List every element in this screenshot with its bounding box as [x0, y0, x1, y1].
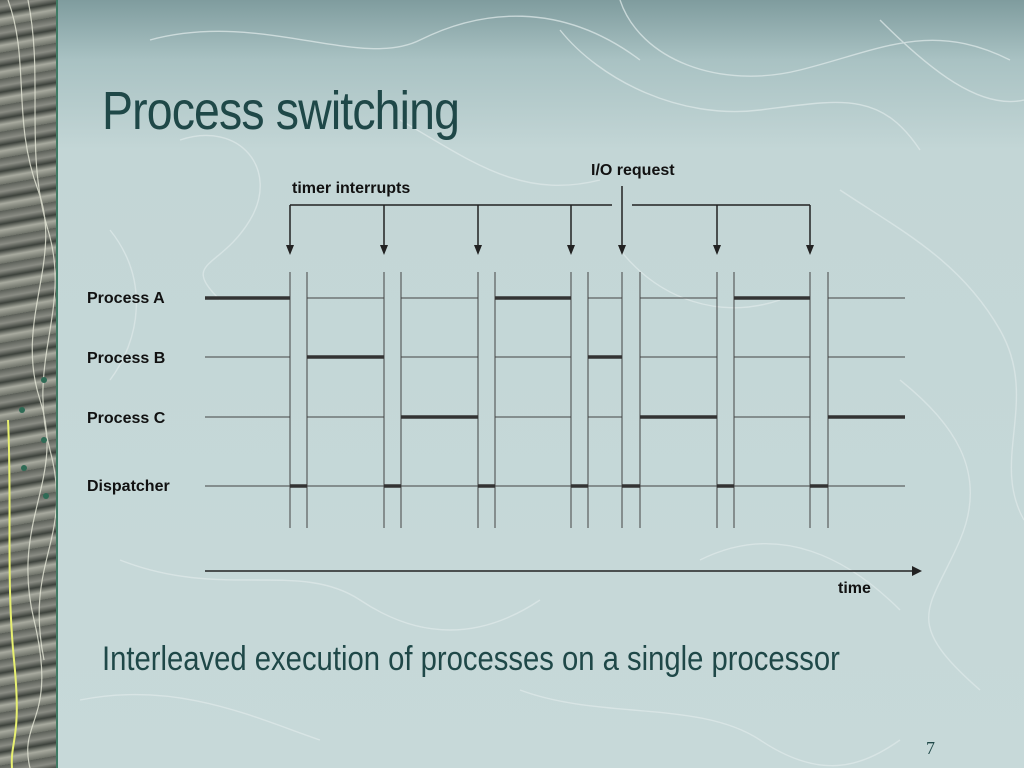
timer-interrupt-arrow-head: [474, 245, 482, 255]
row-label-dispatcher: Dispatcher: [87, 478, 170, 495]
page-number: 7: [926, 738, 935, 758]
decorative-side-strip: [0, 0, 58, 768]
row-label-process-b: Process B: [87, 350, 166, 367]
row-label-process-c: Process C: [87, 410, 166, 427]
timer-interrupts-label: timer interrupts: [292, 180, 411, 197]
slide-caption: Interleaved execution of processes on a …: [102, 640, 840, 678]
timer-interrupt-arrow-head: [286, 245, 294, 255]
io-request-label: I/O request: [591, 162, 675, 179]
timer-interrupt-arrow-head: [380, 245, 388, 255]
io-request-arrow-head: [618, 245, 626, 255]
slide-title: Process switching: [102, 81, 460, 141]
timer-interrupt-arrow-head: [567, 245, 575, 255]
timer-interrupt-arrow-head: [806, 245, 814, 255]
time-axis-label: time: [838, 580, 871, 597]
row-label-process-a: Process A: [87, 290, 165, 307]
time-axis-arrowhead: [912, 566, 922, 576]
timer-interrupt-arrow-head: [713, 245, 721, 255]
